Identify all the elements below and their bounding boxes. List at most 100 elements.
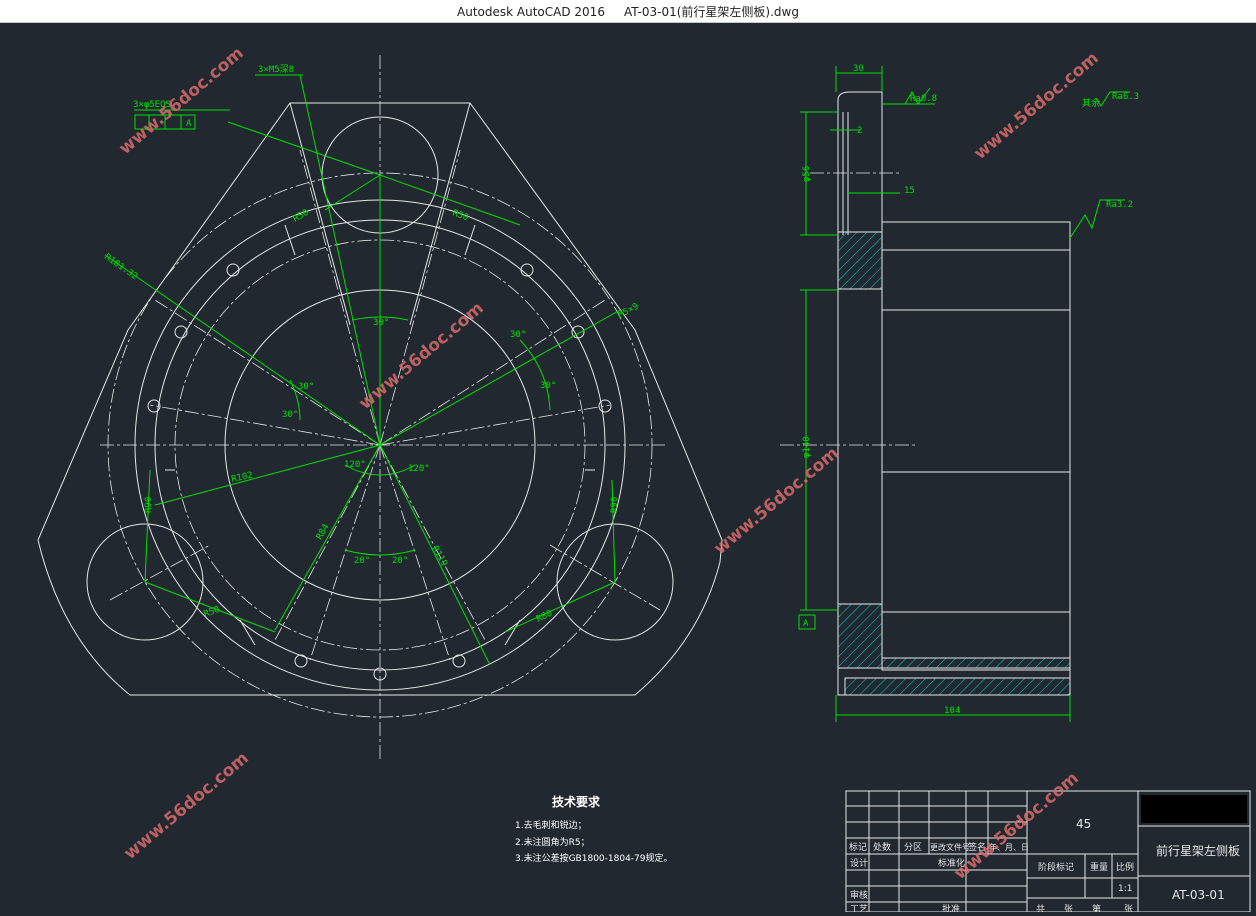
- datum-label: A: [186, 119, 192, 129]
- dim-text: 20°: [392, 556, 408, 566]
- title-bar: Autodesk AutoCAD 2016 AT-03-01(前行星架左侧板).…: [0, 0, 1256, 23]
- section-hatch-flange: [844, 677, 1071, 696]
- dim-text: φ140: [802, 436, 812, 458]
- sheet-cell: 张: [1124, 904, 1133, 912]
- rest-label: 其余: [1082, 97, 1100, 109]
- dim-text: Ra3.2: [1106, 200, 1133, 210]
- bolt-hole: [373, 667, 387, 681]
- sheet-cell: 第: [1092, 903, 1101, 912]
- standard-label: 标准化: [938, 857, 965, 869]
- dim-text: φ56: [802, 166, 812, 182]
- drawing-number: AT-03-01: [1172, 888, 1225, 902]
- dim-text: R181.32: [102, 252, 139, 282]
- dim-text: M5×9: [617, 302, 641, 321]
- pitch-circle-outer: [107, 172, 653, 718]
- dim-text: 30°: [540, 381, 556, 391]
- bolt-hole: [571, 325, 585, 339]
- dim-text: 3×φ5EQS: [133, 100, 171, 110]
- tech-req-item: 1.去毛刺和锐边；: [515, 819, 587, 831]
- header-cell: 年、月、日: [989, 842, 1029, 852]
- bolt-hole: [452, 654, 466, 668]
- dim-text: R84: [315, 523, 332, 542]
- design-label: 设计: [850, 857, 868, 869]
- tech-requirements: 技术要求 1.去毛刺和锐边； 2.未注圆角为R5； 3.未注公差按GB1800-…: [515, 794, 673, 864]
- side-view: 30 Ra0.8 2 φ56 15 Ra3.2 φ140 A 104 其余 Ra…: [780, 64, 1139, 722]
- rest-roughness: Ra6.3: [1112, 92, 1139, 102]
- header-cell: 处数: [873, 841, 891, 853]
- dim-text: 30°: [298, 382, 314, 392]
- drawing-canvas[interactable]: 3×M5深8 3×φ5EQS A R50 R50 R181.32 M5×9 30…: [0, 23, 1256, 915]
- review-label: 审核: [850, 889, 868, 901]
- bolt-hole: [294, 654, 308, 668]
- dim-text: 120°: [344, 460, 366, 470]
- dim-text: 120°: [408, 464, 430, 474]
- top-flange: [850, 91, 883, 222]
- scale: 1:1: [1118, 884, 1132, 894]
- title-logo-box: [1141, 795, 1247, 823]
- side-dimension-lines: [798, 66, 1130, 722]
- dim-text: 30°: [282, 410, 298, 420]
- header-cell: 标记: [849, 841, 867, 853]
- watermark: www.56doc.com: [120, 748, 252, 864]
- side-dimension-texts: 30 Ra0.8 2 φ56 15 Ra3.2 φ140 A 104 其余 Ra…: [802, 64, 1139, 716]
- lug-edge: [409, 102, 471, 326]
- planet-bore-right: [556, 523, 674, 641]
- bolt-hole: [598, 399, 612, 413]
- dim-text: 104: [944, 706, 960, 716]
- header-cell: 分区: [904, 842, 922, 853]
- material: 45: [1076, 817, 1091, 831]
- outer-profile: [37, 102, 723, 696]
- dim-text: R102: [231, 471, 254, 485]
- bolt-hole: [520, 263, 534, 277]
- datum-text: A: [803, 619, 809, 629]
- bolt-hole: [147, 399, 161, 413]
- window-title: Autodesk AutoCAD 2016 AT-03-01(前行星架左侧板).…: [0, 3, 1256, 20]
- dim-text: 30°: [510, 330, 526, 340]
- radial-lines: [109, 149, 661, 661]
- ratio-label: 比例: [1116, 861, 1134, 873]
- cad-drawing[interactable]: 3×M5深8 3×φ5EQS A R50 R50 R181.32 M5×9 30…: [0, 23, 1256, 915]
- section-outline: [837, 100, 1071, 696]
- dim-text: Ra0.8: [910, 94, 937, 104]
- watermark: www.56doc.com: [710, 443, 842, 559]
- tech-req-item: 3.未注公差按GB1800-1804-79规定。: [515, 852, 673, 864]
- header-cell: 签名: [968, 841, 986, 853]
- part-name: 前行星架左侧板: [1156, 843, 1240, 858]
- dim-text: 30°: [373, 318, 389, 328]
- dim-text: 15: [904, 186, 915, 196]
- sheet-cell: 共: [1036, 904, 1045, 912]
- approve-label: 批准: [942, 903, 960, 912]
- watermarks: www.56doc.com www.56doc.com www.56doc.co…: [115, 43, 1102, 884]
- bolt-circle: [174, 239, 586, 651]
- bolt-holes: [147, 263, 612, 681]
- stage-mark: 阶段标记: [1038, 861, 1074, 873]
- lug-edge: [289, 102, 351, 326]
- dim-text: 2: [857, 126, 862, 136]
- planet-bore-left: [86, 523, 204, 641]
- tech-req-title: 技术要求: [552, 794, 601, 809]
- header-cell: 更改文件号: [930, 842, 970, 852]
- dim-text: 30: [853, 64, 864, 74]
- section-hatch-base: [881, 657, 1071, 669]
- app-title: Autodesk AutoCAD 2016: [457, 5, 605, 19]
- weight-label: 重量: [1090, 861, 1108, 873]
- file-name: AT-03-01(前行星架左侧板).dwg: [624, 5, 799, 19]
- section-hatch-bottom: [837, 603, 883, 669]
- ring-notches: [165, 224, 595, 646]
- watermark: www.56doc.com: [355, 298, 487, 414]
- dim-text: R90: [610, 497, 620, 513]
- dim-text: R50: [292, 208, 311, 225]
- tech-req-item: 2.未注圆角为R5；: [515, 836, 590, 848]
- sheet-cell: 张: [1064, 904, 1073, 912]
- dim-text: R50: [451, 208, 470, 223]
- dim-text: R90: [144, 497, 154, 513]
- bolt-hole: [174, 325, 188, 339]
- bolt-hole: [226, 263, 240, 277]
- dim-text: R50: [203, 605, 222, 620]
- top-fillet: [837, 91, 851, 101]
- dim-text: R119: [429, 545, 449, 569]
- dim-text: 20°: [354, 556, 370, 566]
- front-view: 3×M5深8 3×φ5EQS A R50 R50 R181.32 M5×9 30…: [37, 55, 723, 760]
- craft-label: 工艺: [850, 904, 868, 912]
- title-block: 45 前行星架左侧板 AT-03-01 1:1 标记 处数 分区 更改文件号 签…: [845, 790, 1251, 915]
